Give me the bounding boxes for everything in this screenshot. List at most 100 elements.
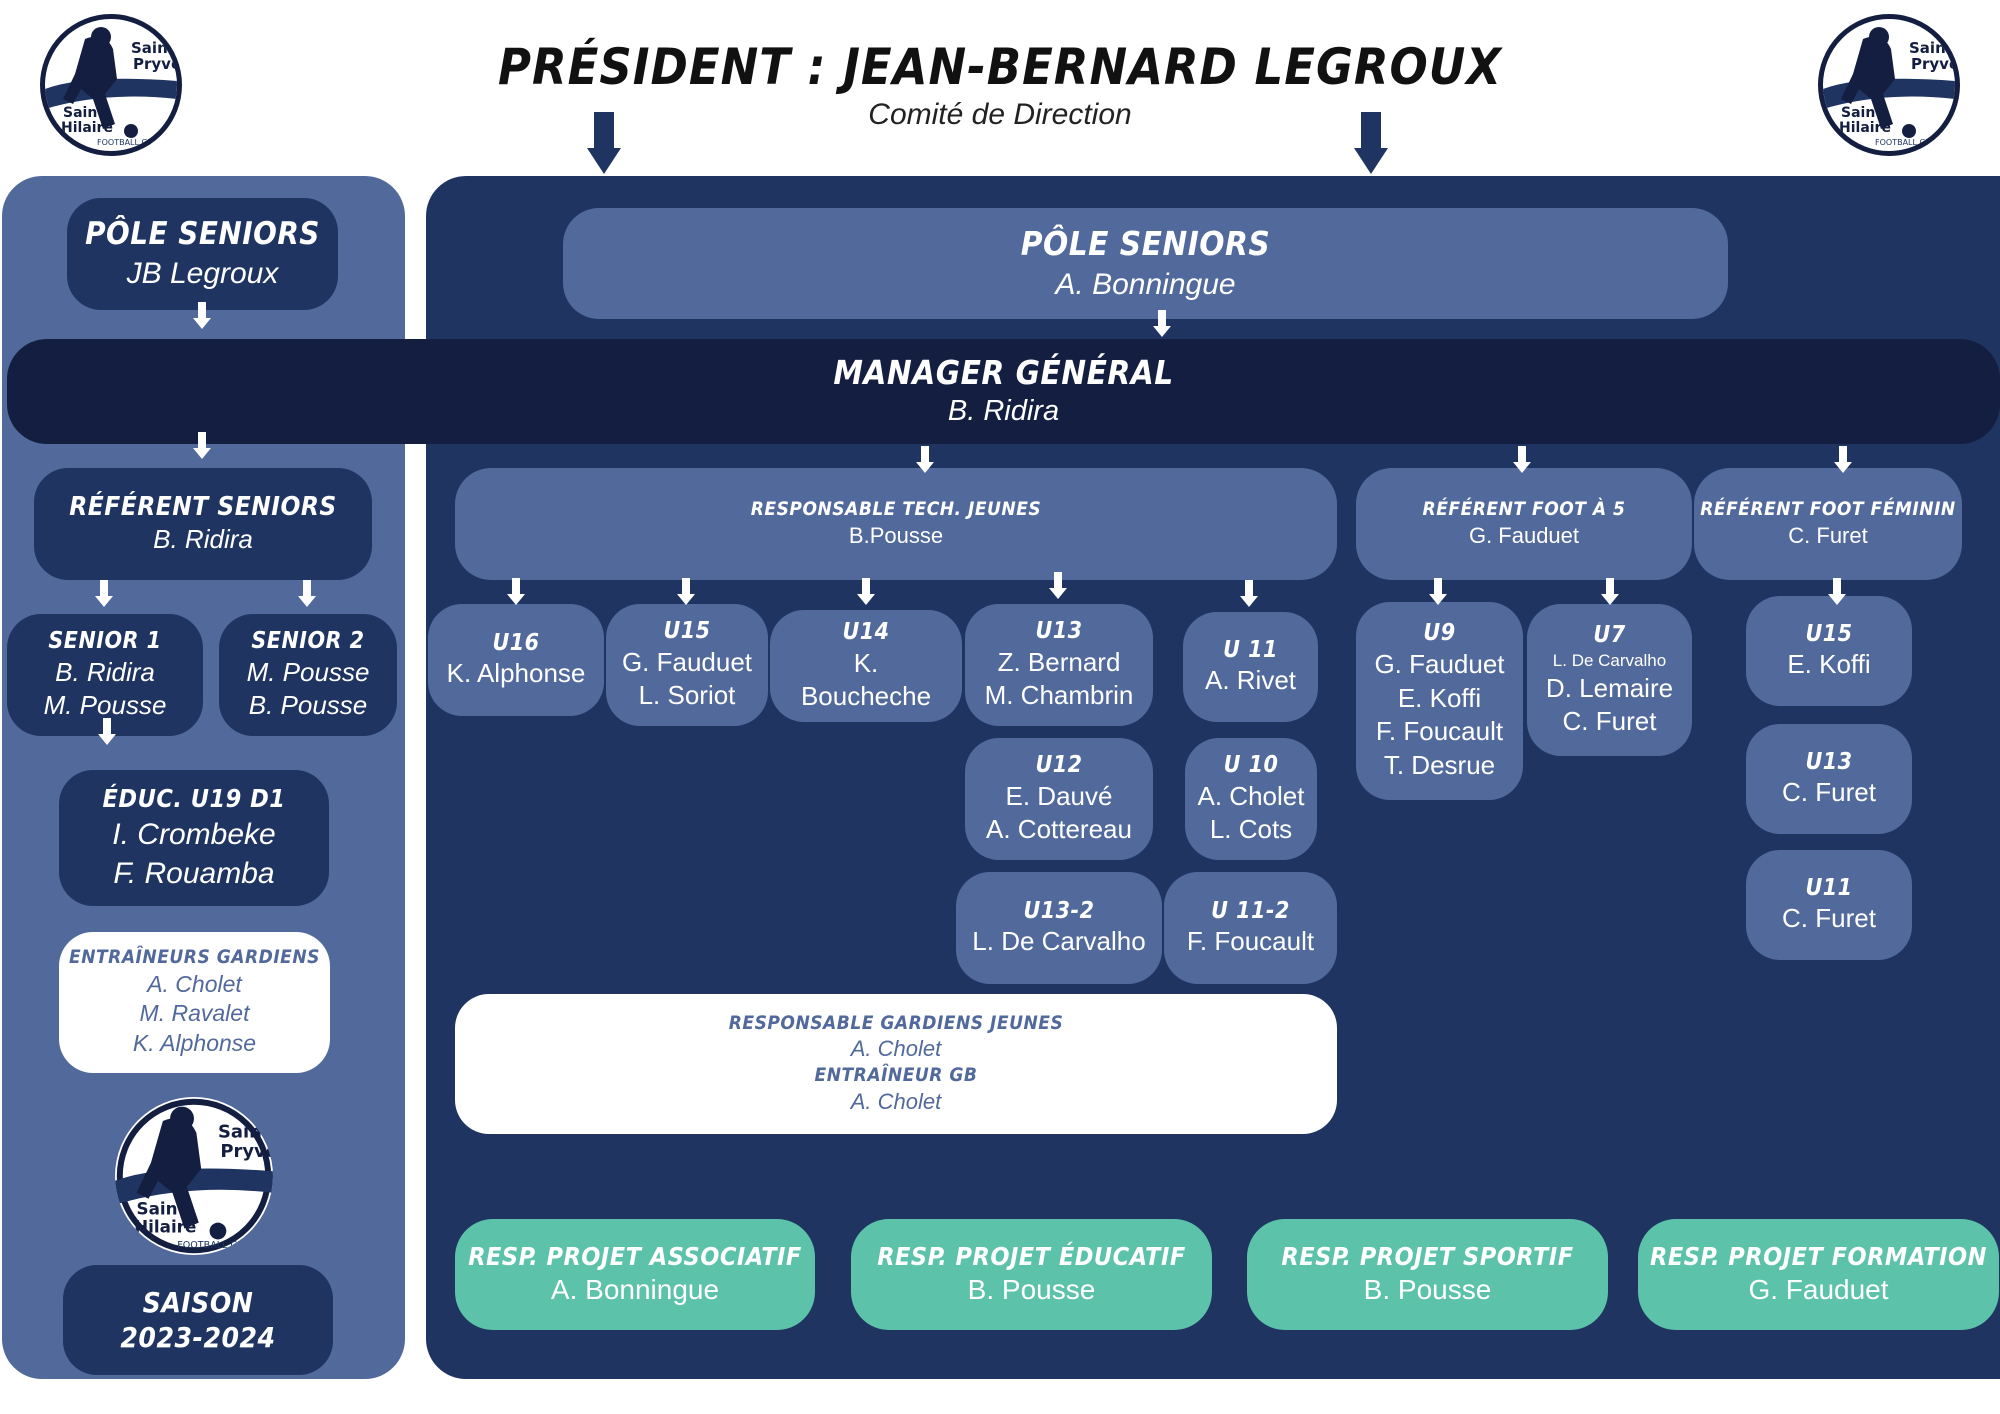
fem-team-u15: U15 E. Koffi (1746, 596, 1912, 706)
box-title: SAISON (142, 1286, 254, 1319)
box-title: U13 (1035, 617, 1083, 644)
arrow-down-icon (1828, 594, 1846, 605)
box-name: A. Rivet (1204, 665, 1297, 696)
box-name: A. Bonningue (550, 1273, 720, 1305)
box-title: U9 (1423, 620, 1456, 647)
box-name: E. Koffi (1397, 682, 1482, 713)
responsable-gardiens-jeunes: RESPONSABLE GARDIENS JEUNES A. Cholet EN… (455, 994, 1337, 1134)
box-name: C. Furet (1788, 522, 1868, 548)
box-name: A. Cottereau (986, 814, 1132, 845)
svg-text:Saint-: Saint- (1841, 105, 1888, 121)
saison-box: SAISON 2023-2024 (63, 1265, 333, 1375)
arrow-down-icon (1245, 580, 1253, 598)
box-name: L. Cots (1209, 814, 1293, 845)
box-title: U15 (663, 617, 711, 644)
box-name: B.Pousse (848, 522, 944, 548)
arrow-down-icon (1153, 326, 1171, 337)
arrow-down-icon (677, 594, 695, 605)
box-name: A. Cholet (1197, 780, 1305, 811)
fem-team-u11: U11 C. Furet (1746, 850, 1912, 960)
box-title: U13 (1805, 748, 1853, 775)
box-title: U11 (1805, 874, 1853, 901)
arrow-down-icon (100, 580, 108, 598)
box-name: F. Rouamba (113, 856, 275, 890)
box-title: ÉDUC. U19 D1 (102, 784, 286, 814)
arrow-down-icon (1518, 446, 1526, 464)
resp-projet-sportif: RESP. PROJET SPORTIF B. Pousse (1247, 1219, 1608, 1330)
box-name: Boucheche (800, 681, 932, 712)
arrow-down-icon (587, 148, 621, 174)
box-title: U15 (1805, 620, 1853, 647)
box-name: C. Furet (1782, 777, 1876, 808)
arrow-down-icon (1833, 578, 1841, 596)
box-name: C. Furet (1782, 903, 1876, 934)
arrow-down-icon (103, 718, 111, 736)
referent-foot-feminin: RÉFÉRENT FOOT FÉMININ C. Furet (1694, 468, 1962, 580)
box-name: B. Ridira (947, 395, 1060, 428)
resp-projet-formation: RESP. PROJET FORMATION G. Fauduet (1638, 1219, 1999, 1330)
referent-seniors: RÉFÉRENT SENIORS B. Ridira (34, 468, 372, 580)
senior-2: SENIOR 2 M. Pousse B. Pousse (219, 614, 397, 736)
box-title: RESP. PROJET SPORTIF (1281, 1241, 1574, 1271)
svg-text:FOOTBALL CLUB: FOOTBALL CLUB (97, 138, 163, 147)
team-u12: U12 E. Dauvé A. Cottereau (965, 738, 1153, 860)
box-name: F. Foucault (1375, 716, 1504, 747)
box-title: PÔLE SENIORS (85, 216, 320, 253)
box-name: C. Furet (1562, 706, 1657, 737)
arrow-down-icon (98, 734, 116, 745)
box-name: K. (853, 647, 879, 678)
box-title: RÉFÉRENT FOOT FÉMININ (1700, 497, 1956, 520)
box-name: K. Alphonse (132, 1030, 257, 1057)
arrow-down-icon (1054, 572, 1062, 590)
svg-text:Hilaire: Hilaire (134, 1216, 196, 1236)
resp-projet-educatif: RESP. PROJET ÉDUCATIF B. Pousse (851, 1219, 1212, 1330)
box-title: U16 (492, 629, 540, 656)
team-u9: U9 G. Fauduet E. Koffi F. Foucault T. De… (1356, 602, 1523, 800)
manager-general: MANAGER GÉNÉRAL B. Ridira (7, 339, 2000, 444)
box-title: SENIOR 1 (48, 627, 162, 654)
arrow-down-icon (1606, 578, 1614, 596)
referent-foot-a-5: RÉFÉRENT FOOT À 5 G. Fauduet (1356, 468, 1692, 580)
educ-u19: ÉDUC. U19 D1 I. Crombeke F. Rouamba (59, 770, 329, 906)
box-name: D. Lemaire (1545, 672, 1674, 703)
arrow-down-icon (1361, 112, 1381, 156)
team-u13: U13 Z. Bernard M. Chambrin (965, 604, 1153, 726)
box-title: RESPONSABLE TECH. JEUNES (750, 497, 1042, 520)
entraineurs-gardiens: ENTRAÎNEURS GARDIENS A. Cholet M. Ravale… (59, 932, 330, 1073)
box-name: G. Fauduet (1468, 522, 1580, 548)
arrow-down-icon (1429, 594, 1447, 605)
arrow-down-icon (921, 446, 929, 464)
box-name: M. Pousse (246, 656, 370, 687)
arrow-down-icon (594, 112, 614, 156)
team-u14: U14 K. Boucheche (770, 610, 962, 722)
box-title: SENIOR 2 (251, 627, 365, 654)
svg-text:Pryvé: Pryvé (1911, 55, 1955, 73)
team-u10: U 10 A. Cholet L. Cots (1185, 738, 1317, 860)
fem-team-u13: U13 C. Furet (1746, 724, 1912, 834)
page-title: PRÉSIDENT : JEAN-BERNARD LEGROUX (498, 38, 1502, 96)
box-title: U 10 (1223, 751, 1279, 778)
box-name: K. Alphonse (446, 658, 586, 689)
svg-text:Hilaire: Hilaire (61, 120, 113, 136)
arrow-down-icon (1434, 578, 1442, 596)
box-name: F. Foucault (1186, 926, 1315, 957)
box-title: U14 (842, 618, 890, 645)
box-name: JB Legroux (126, 256, 279, 290)
arrow-down-icon (1834, 462, 1852, 473)
arrow-down-icon (512, 578, 520, 596)
arrow-down-icon (1354, 148, 1388, 174)
arrow-down-icon (198, 302, 206, 320)
box-name: T. Desrue (1383, 750, 1496, 781)
box-name: Z. Bernard (997, 646, 1121, 677)
club-logo-left: Saint- Pryvé Saint- Hilaire FOOTBALL CLU… (40, 14, 182, 156)
arrow-down-icon (193, 318, 211, 329)
box-title: U13-2 (1023, 897, 1095, 924)
svg-text:Saint-: Saint- (137, 1198, 193, 1218)
box-name: B. Pousse (967, 1273, 1096, 1305)
responsable-tech-jeunes: RESPONSABLE TECH. JEUNES B.Pousse (455, 468, 1337, 580)
arrow-down-icon (916, 462, 934, 473)
arrow-down-icon (682, 578, 690, 596)
box-name-small: L. De Carvalho (1552, 650, 1667, 670)
box-name: I. Crombeke (112, 817, 276, 851)
svg-text:FOOTBALL CLUB: FOOTBALL CLUB (1875, 138, 1941, 147)
